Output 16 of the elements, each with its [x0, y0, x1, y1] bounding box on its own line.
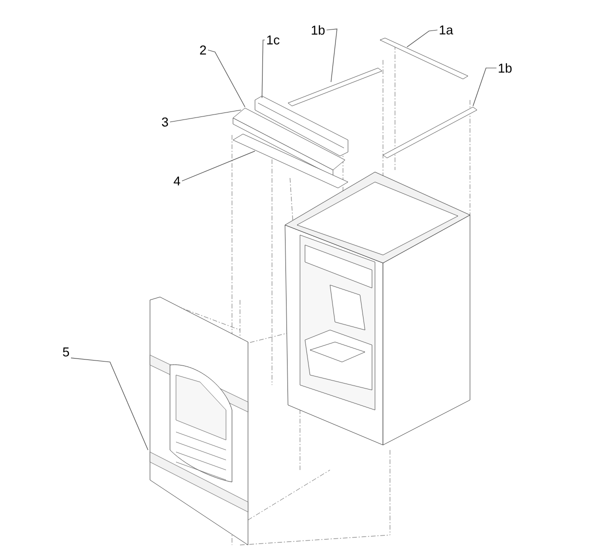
leader-line	[326, 28, 338, 82]
callout-number: 1a	[440, 26, 454, 34]
leader-line	[208, 50, 246, 108]
leader-line	[406, 30, 438, 48]
leader-line	[170, 110, 242, 122]
callout-number: 5	[62, 348, 70, 356]
callout-number: 1c	[267, 36, 280, 44]
leader-line	[472, 68, 497, 106]
callout-number: 2	[200, 46, 206, 54]
leader-line	[70, 358, 148, 450]
callout-number: 1b	[312, 25, 325, 35]
callout-number: 4	[174, 176, 180, 186]
leader-line	[262, 40, 266, 98]
leader-line	[182, 150, 256, 182]
callout-number: 1b	[498, 63, 512, 73]
callout-number: 3	[162, 117, 168, 127]
